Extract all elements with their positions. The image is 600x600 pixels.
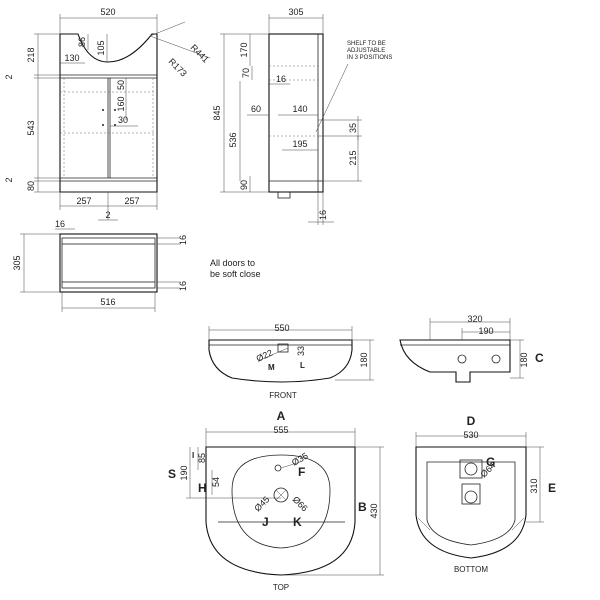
side-dim-60: 60 <box>251 104 261 114</box>
label-j: J <box>262 515 269 529</box>
plan-depth-305: 305 <box>12 255 22 270</box>
basin-bottom-caption: BOTTOM <box>454 565 488 574</box>
dim-543: 543 <box>26 120 36 135</box>
basin-side-height: 180 <box>519 352 529 367</box>
label-l: L <box>300 361 305 370</box>
label-m: M <box>268 363 275 372</box>
dim-257-left: 257 <box>76 196 91 206</box>
side-dim-170: 170 <box>239 42 249 57</box>
label-a: A <box>277 409 286 423</box>
shelf-note-line-2: ADJUSTABLE <box>347 48 385 54</box>
basin-top-depth: 430 <box>369 503 379 518</box>
dim-2-bottom: 2 <box>4 177 14 182</box>
plan-dim-16-right-bottom: 16 <box>178 281 188 291</box>
side-dim-140: 140 <box>292 104 307 114</box>
plan-dim-16-left: 16 <box>55 219 65 229</box>
dim-50: 50 <box>116 80 126 90</box>
side-depth-label: 305 <box>288 7 303 17</box>
basin-front-d33: 33 <box>296 346 306 356</box>
side-height-label: 845 <box>212 105 222 120</box>
dim-105: 105 <box>96 40 106 55</box>
dim-80: 80 <box>26 181 36 191</box>
side-dim-70: 70 <box>241 68 251 78</box>
dim-30: 30 <box>118 115 128 125</box>
label-h: H <box>198 481 207 495</box>
basin-front-view: 550 180 Ø22 33 M L FRONT <box>208 323 374 400</box>
vanity-width-label: 520 <box>100 7 115 17</box>
label-g: G <box>486 455 495 469</box>
vanity-plan-view: 16 305 16 16 516 <box>12 219 188 312</box>
dim-86: 86 <box>77 37 87 47</box>
basin-bottom-height: 310 <box>529 478 539 493</box>
dim-160: 160 <box>116 96 126 111</box>
basin-top-d45: Ø45 <box>252 494 271 513</box>
soft-close-note: All doors to be soft close <box>210 258 261 279</box>
soft-close-note-line-1: All doors to <box>210 258 255 268</box>
side-dim-90: 90 <box>239 180 249 190</box>
basin-top-d85: 85 <box>197 453 207 463</box>
bowl-radius-r441: R441 <box>189 42 211 64</box>
basin-top-d54: 54 <box>211 477 221 487</box>
basin-top-d66: Ø66 <box>291 494 310 513</box>
basin-top-width: 555 <box>273 425 288 435</box>
basin-side-d320: 320 <box>467 314 482 324</box>
label-k: K <box>293 515 302 529</box>
basin-top-d190: 190 <box>179 465 189 480</box>
plan-dim-16-right-top: 16 <box>178 235 188 245</box>
label-f: F <box>298 465 305 479</box>
basin-side-view: 320 190 180 C <box>399 314 544 383</box>
basin-front-caption: FRONT <box>269 391 297 400</box>
dim-door-gap: 2 <box>105 210 110 220</box>
shelf-note-line-1: SHELF TO BE <box>347 41 386 47</box>
dim-2-top: 2 <box>4 74 14 79</box>
label-i: I <box>192 451 194 460</box>
basin-top-view: A 555 S 190 I 85 H 54 Ø35 F Ø45 Ø66 J K … <box>168 409 384 592</box>
vanity-side-view: 305 845 170 70 16 60 140 536 195 35 <box>212 7 392 225</box>
side-dim-16-bottom: 16 <box>318 210 328 220</box>
dim-257-right: 257 <box>124 196 139 206</box>
side-dim-536: 536 <box>228 132 238 147</box>
side-dim-215: 215 <box>348 150 358 165</box>
dim-218: 218 <box>26 47 36 62</box>
basin-bottom-width: 530 <box>463 430 478 440</box>
vanity-front-view: R441 R173 520 86 105 130 218 2 543 2 80 … <box>4 7 211 221</box>
side-dim-16-top: 16 <box>276 74 286 84</box>
label-b: B <box>358 500 367 514</box>
basin-front-height: 180 <box>359 352 369 367</box>
side-dim-35: 35 <box>348 123 358 133</box>
label-d: D <box>467 414 476 428</box>
soft-close-note-line-2: be soft close <box>210 269 261 279</box>
basin-side-d190: 190 <box>478 326 493 336</box>
shelf-note-line-3: IN 3 POSITIONS <box>347 55 392 61</box>
plan-width-516: 516 <box>100 297 115 307</box>
basin-bottom-view: D 530 G Ø64 310 E BOTTOM <box>415 414 556 574</box>
basin-top-caption: TOP <box>273 583 289 592</box>
bowl-radius-r173: R173 <box>167 56 189 78</box>
basin-front-width: 550 <box>274 323 289 333</box>
label-s: S <box>168 467 176 481</box>
label-e: E <box>548 481 556 495</box>
basin-front-d22: Ø22 <box>255 348 275 364</box>
dim-130: 130 <box>64 53 79 63</box>
side-dim-195: 195 <box>292 139 307 149</box>
label-c: C <box>535 351 544 365</box>
